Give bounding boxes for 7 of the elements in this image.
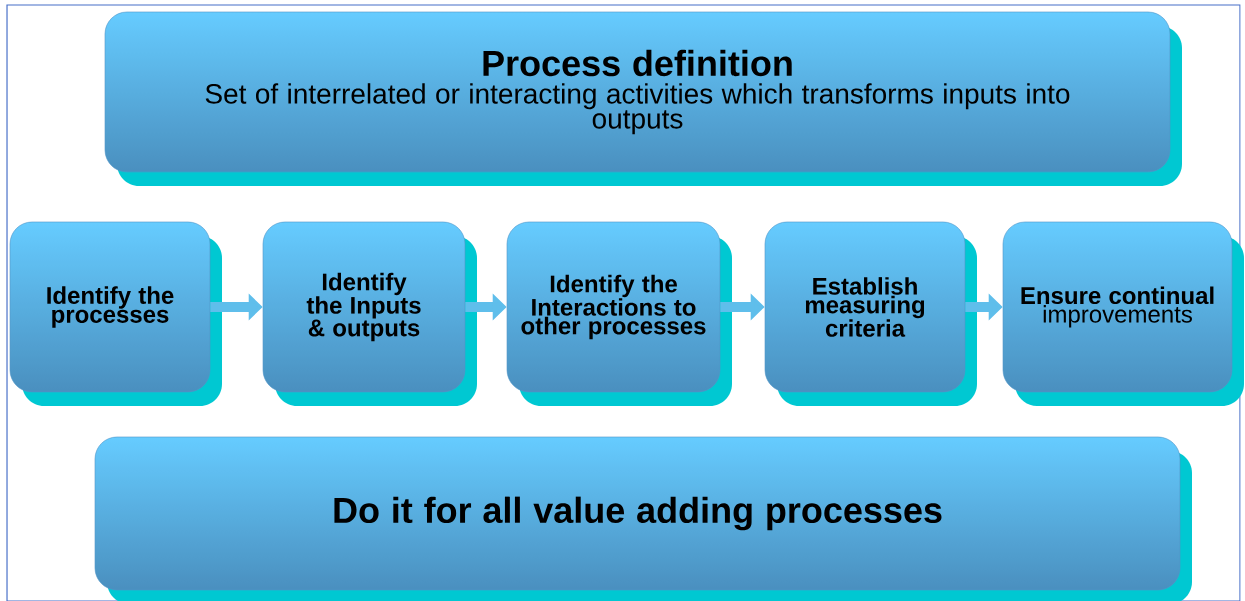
process-box: Identify the Inputs & outputs xyxy=(262,221,477,406)
summary-box: Do it for all value adding processes xyxy=(94,436,1192,601)
process-box: Establish measuring criteria xyxy=(764,221,977,406)
definition-box: Process definition Set of interrelated or interacting activities which transforms inputs into outputs xyxy=(104,11,1182,186)
process-box: Identify the Interactions to other processes xyxy=(506,221,732,406)
process-box: Ensure continual improvements xyxy=(1002,221,1244,406)
process-box: Identify the processes xyxy=(9,221,222,406)
